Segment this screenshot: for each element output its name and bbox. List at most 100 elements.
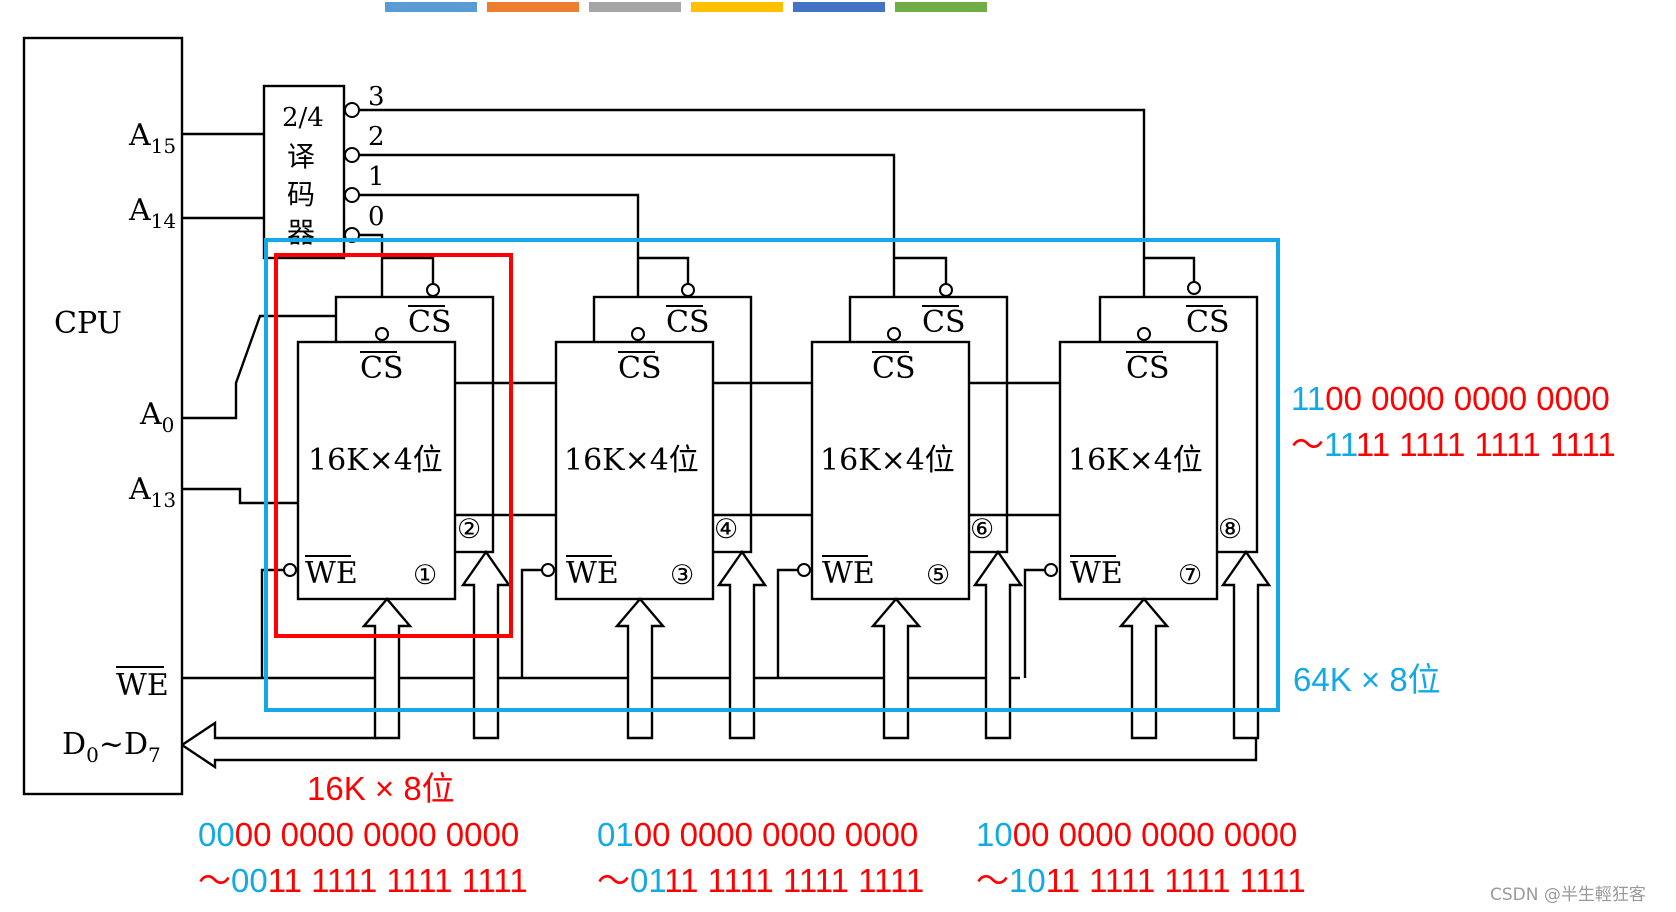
decoder-label-3: 器 xyxy=(287,216,315,249)
chip-7-we-wire xyxy=(1023,568,1045,678)
chip-4-cs: CS xyxy=(666,305,710,340)
wire-decoder-2 xyxy=(359,153,896,333)
range-0-end: ～0011 1111 1111 1111 xyxy=(198,862,528,899)
chip-5-number: ⑤ xyxy=(926,560,950,591)
palette-swatch-1 xyxy=(385,2,477,12)
chip-4-cs-wire xyxy=(638,256,690,284)
palette-swatch-3 xyxy=(589,2,681,12)
chip-3-number: ③ xyxy=(670,560,694,591)
chip-5-we-wire xyxy=(776,568,798,678)
chip-2-cs: CS xyxy=(408,305,452,340)
wire-decoder-1 xyxy=(359,193,640,333)
range-chip-group-1: 0000 0000 0000 0000 ～0011 1111 1111 1111 xyxy=(198,816,528,899)
chip-7-data-bus xyxy=(1118,597,1170,740)
chip-7-number: ⑦ xyxy=(1178,560,1202,591)
decoder-output-3-label: 3 xyxy=(368,82,385,112)
chip-1-cs: CS xyxy=(360,351,404,386)
chip-5-cs-bubble xyxy=(887,327,901,341)
chip-3-we: WE xyxy=(566,556,619,591)
cpu-pin-a15: A15 xyxy=(128,118,176,158)
chip-5-we-bubble xyxy=(797,563,811,577)
chip-8-data-bus xyxy=(1220,549,1272,740)
chip-2-cs-wire xyxy=(382,256,435,284)
chip-7-we-bubble xyxy=(1044,563,1058,577)
chip-4-cs-bubble xyxy=(681,283,695,297)
palette-swatch-4 xyxy=(691,2,783,12)
range-1-end: ～0111 1111 1111 1111 xyxy=(597,862,924,899)
palette-swatch-2 xyxy=(487,2,579,12)
chip-3-data-bus xyxy=(614,597,666,740)
chip-6-number: ⑥ xyxy=(970,514,994,545)
chip-8-cs-wire xyxy=(1144,256,1196,282)
cpu-pin-a14: A14 xyxy=(128,193,176,233)
chip-5-data-bus xyxy=(870,597,922,740)
range-chip-group-2: 0100 0000 0000 0000 ～0111 1111 1111 1111 xyxy=(597,816,924,899)
range-3-start: 1100 0000 0000 0000 xyxy=(1291,380,1610,417)
chip-3-size: 16K×4位 xyxy=(564,443,699,478)
blue-group-label: 64K × 8位 xyxy=(1293,661,1441,698)
decoder-output-2-bubble xyxy=(344,147,360,163)
chip-2-data-bus xyxy=(460,549,512,740)
chip-6-cs-wire xyxy=(894,256,948,284)
chip-1-body xyxy=(296,340,457,601)
chip-1-data-bus xyxy=(361,597,413,740)
chip-1-number: ① xyxy=(413,560,437,591)
palette-swatch-6 xyxy=(895,2,987,12)
chip-4-number: ④ xyxy=(714,514,738,545)
chip-6-data-bus xyxy=(972,549,1024,740)
chip-pair-3: CS CS 16K×4位 WE ⑤ ⑥ xyxy=(776,256,1024,740)
chip-3-we-wire xyxy=(520,568,542,678)
red-group-box xyxy=(274,253,513,638)
chip-2-number: ② xyxy=(457,514,481,545)
range-0-start: 0000 0000 0000 0000 xyxy=(198,816,519,853)
range-2-start: 1000 0000 0000 0000 xyxy=(976,816,1297,853)
range-2-end: ～1011 1111 1111 1111 xyxy=(976,862,1306,899)
decoder-output-0-label: 0 xyxy=(368,202,385,232)
data-bus-upper xyxy=(181,720,378,746)
chip-6-cs-bubble xyxy=(939,283,953,297)
decoder-output-2-label: 2 xyxy=(368,122,385,152)
decoder-output-1-bubble xyxy=(344,187,360,203)
chip-2-cs-bubble xyxy=(426,283,440,297)
chip-7-cs-bubble xyxy=(1137,327,1151,341)
chip-8-number: ⑧ xyxy=(1218,514,1242,545)
cpu-pin-a0: A0 xyxy=(139,397,174,437)
range-chip-group-3: 1000 0000 0000 0000 ～1011 1111 1111 1111 xyxy=(976,816,1306,899)
watermark: CSDN @半生輕狂客 xyxy=(1490,885,1646,905)
chip-1-cs-bubble xyxy=(375,327,389,341)
chip-8-cs: CS xyxy=(1186,305,1230,340)
chip-7-cs: CS xyxy=(1126,351,1170,386)
cpu-title: CPU xyxy=(54,306,122,341)
cpu-pin-data: D0~D7 xyxy=(62,727,161,767)
blue-group-box xyxy=(264,238,1280,712)
chip-7-size: 16K×4位 xyxy=(1068,443,1203,478)
decoder-output-3-bubble xyxy=(344,102,360,118)
wire-a13 xyxy=(182,487,298,505)
decoder-label-2: 码 xyxy=(287,178,315,211)
chip-1-size: 16K×4位 xyxy=(308,443,443,478)
range-chip-group-4: 1100 0000 0000 0000 ～1111 1111 1111 1111 xyxy=(1291,380,1616,463)
chip-7-we: WE xyxy=(1070,556,1123,591)
cpu-pin-we: WE xyxy=(116,668,169,703)
decoder-label-1: 译 xyxy=(287,140,315,173)
chip-pair-1: CS CS 16K×4位 WE ① ② xyxy=(260,256,512,740)
chip-6-cs: CS xyxy=(922,305,966,340)
decoder-block xyxy=(262,84,346,260)
palette-bar xyxy=(385,2,987,12)
cpu-pin-a13: A13 xyxy=(128,472,176,512)
chip-8-cs-bubble xyxy=(1187,281,1201,295)
chip-1-we-bubble xyxy=(283,563,297,577)
chip-5-cs: CS xyxy=(872,351,916,386)
chip-pair-2: CS CS 16K×4位 WE ③ ④ xyxy=(520,256,768,740)
chip-5-we: WE xyxy=(822,556,875,591)
chip-5-size: 16K×4位 xyxy=(820,443,955,478)
chip-3-cs-bubble xyxy=(631,327,645,341)
decoder-label-ratio: 2/4 xyxy=(282,103,324,133)
decoder-output-1-label: 1 xyxy=(368,162,385,192)
wire-a0 xyxy=(182,314,336,420)
chip-4-data-bus xyxy=(716,549,768,740)
range-3-end: ～1111 1111 1111 1111 xyxy=(1291,426,1616,463)
range-1-start: 0100 0000 0000 0000 xyxy=(597,816,918,853)
chip-3-we-bubble xyxy=(541,563,555,577)
